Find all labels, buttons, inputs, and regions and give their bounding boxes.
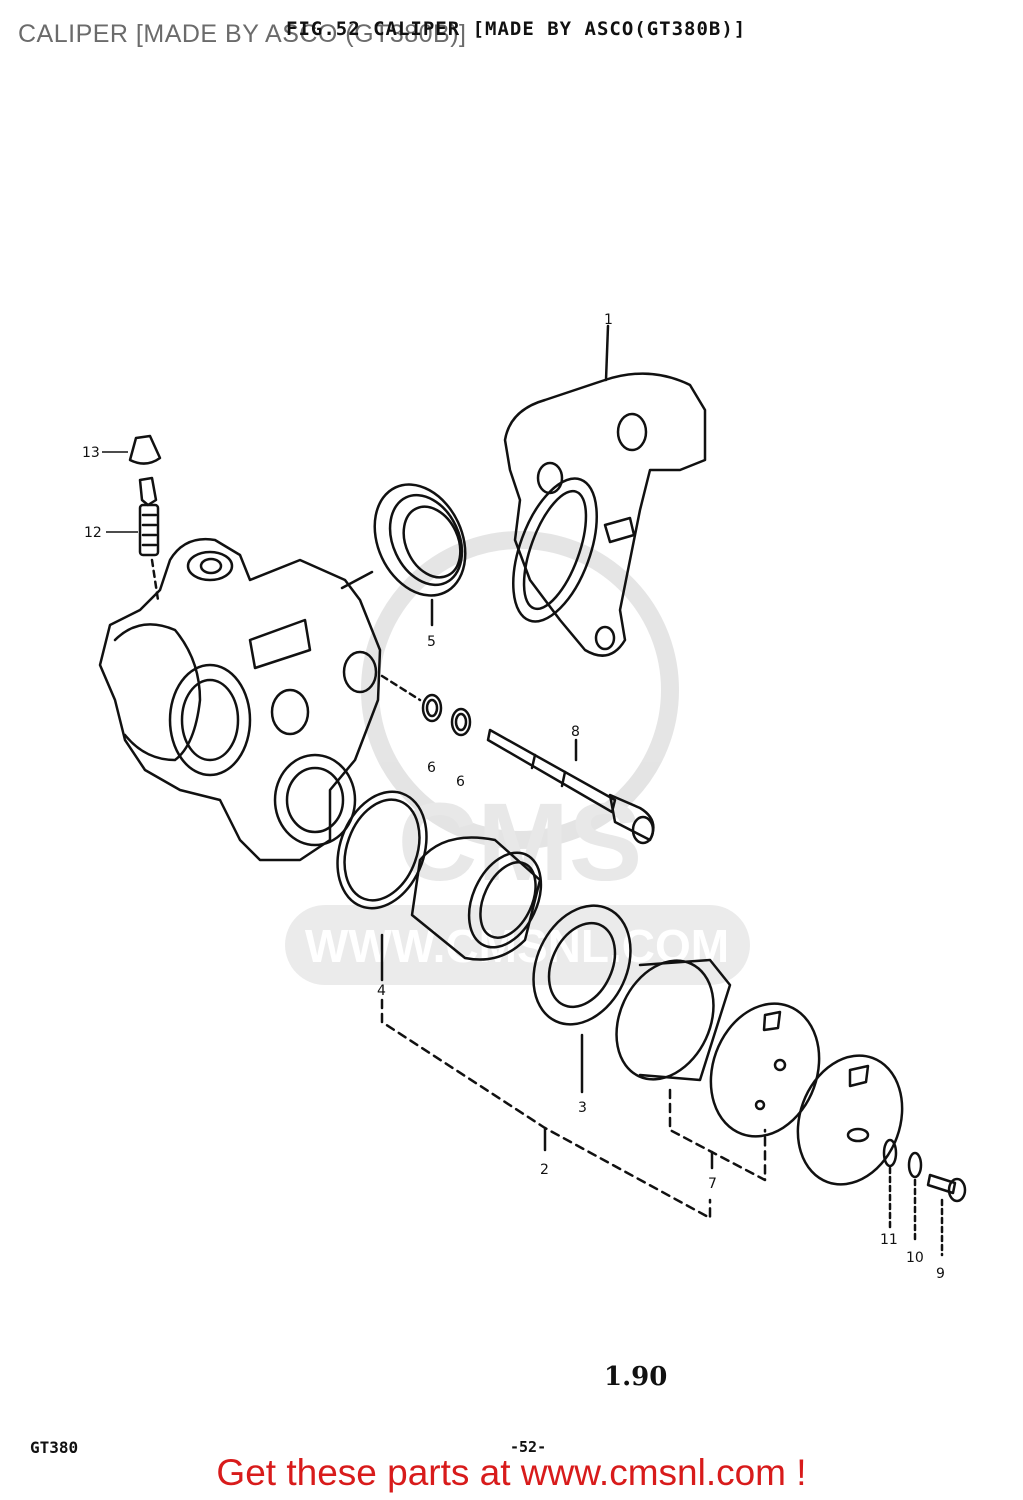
page-number: -52- — [510, 1438, 547, 1456]
callout-1: 1 — [604, 312, 613, 328]
caliper-body — [98, 537, 382, 862]
page-title: CALIPER [MADE BY ASCO (GT380B)] — [18, 20, 467, 48]
callout-2: 2 — [540, 1162, 549, 1178]
callout-9: 9 — [936, 1266, 945, 1282]
watermark-logo: CMS — [398, 781, 642, 904]
callout-6b: 6 — [456, 774, 465, 790]
callout-13: 13 — [82, 445, 100, 461]
callout-11: 11 — [880, 1232, 898, 1248]
callout-4: 4 — [377, 983, 386, 999]
callout-labels: 1 2 3 4 5 6 6 7 8 9 10 11 12 13 — [82, 312, 945, 1282]
callout-10: 10 — [906, 1250, 924, 1266]
caliper-bracket — [503, 324, 707, 657]
pad-spacer — [615, 958, 732, 1082]
lock-washer — [907, 1151, 923, 1242]
callout-8: 8 — [571, 724, 580, 740]
figure-title: FIG.52 CALIPER [MADE BY ASCO(GT380B)] — [286, 18, 747, 40]
callout-7: 7 — [708, 1176, 717, 1192]
pin-seals — [380, 674, 472, 737]
brake-pad-inner — [709, 1002, 821, 1138]
revision-mark: 1.90 — [604, 1362, 668, 1392]
bleeder-cap — [128, 434, 162, 465]
pad-screw — [926, 1173, 967, 1257]
pad-washer — [882, 1138, 898, 1232]
bleeder-valve — [138, 476, 160, 602]
callout-6a: 6 — [427, 760, 436, 776]
pin-bolt — [486, 728, 655, 845]
piston-seal — [336, 790, 428, 982]
anti-squeal-ring — [532, 904, 632, 1094]
model-code: GT380 — [30, 1438, 79, 1457]
assembly-brackets — [380, 998, 767, 1220]
leader-lines — [102, 451, 138, 533]
callout-12: 12 — [84, 525, 102, 541]
parts-link-banner[interactable]: Get these parts at www.cmsnl.com ! — [216, 1452, 807, 1493]
callout-3: 3 — [578, 1100, 587, 1116]
piston-boot — [373, 483, 467, 627]
piston — [410, 836, 543, 961]
callout-5: 5 — [427, 634, 436, 650]
brake-pad-outer — [796, 1054, 904, 1186]
